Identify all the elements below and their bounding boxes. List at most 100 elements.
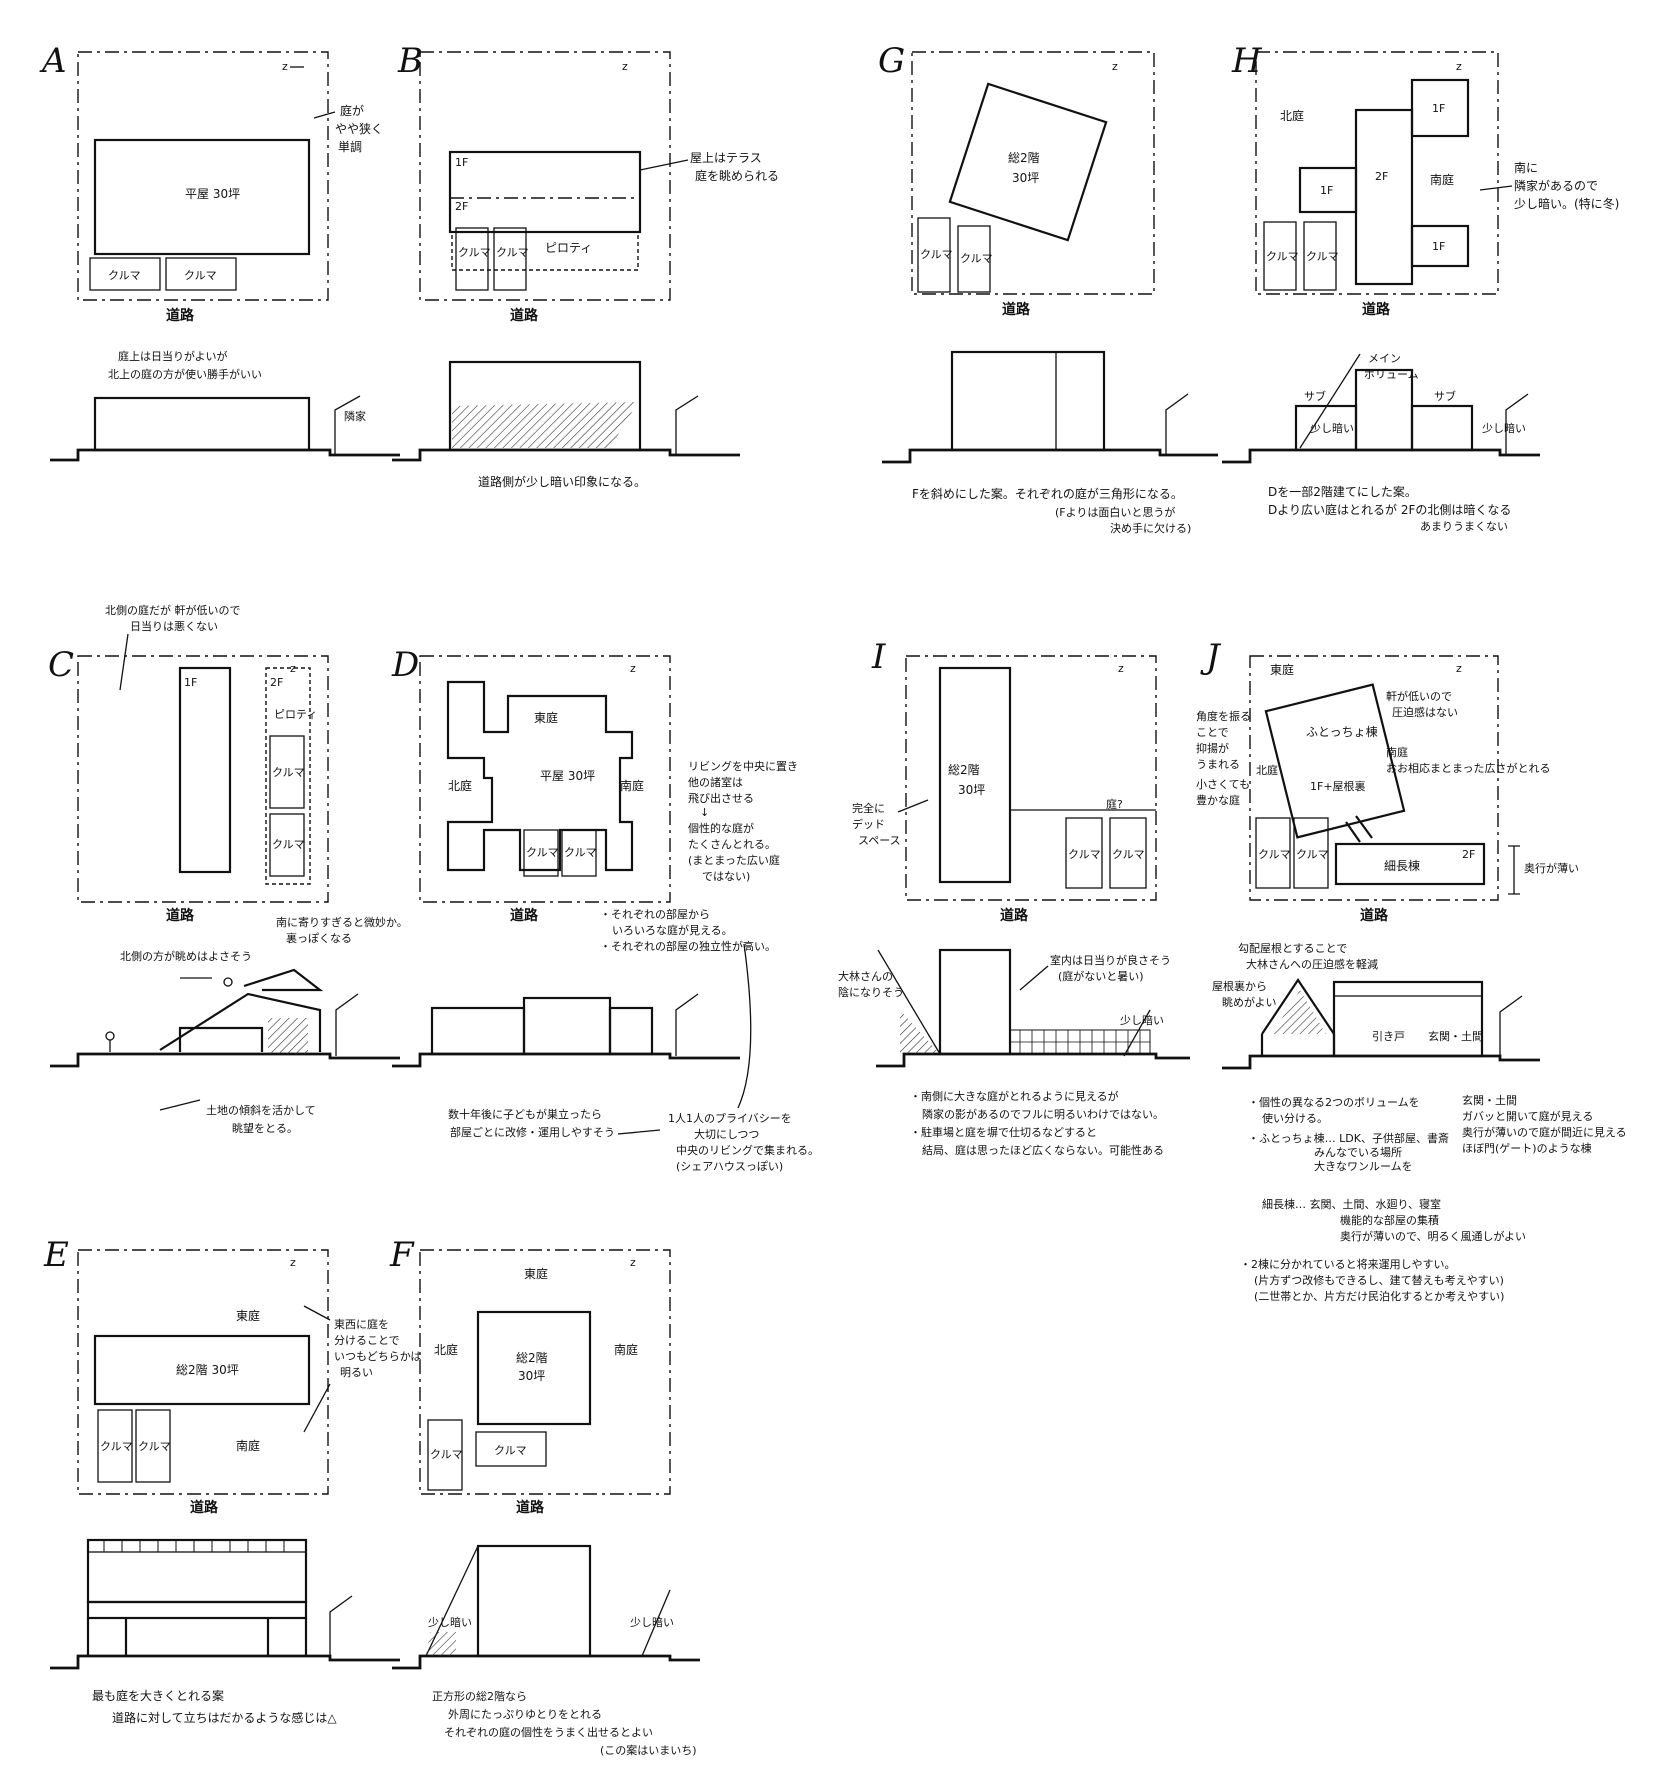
note-line: ・それぞれの部屋の独立性が高い。 (600, 939, 776, 953)
note-line: 圧迫感はない (1392, 705, 1458, 719)
sun-line (1299, 353, 1361, 449)
note-line: 正方形の総2階なら (432, 1689, 527, 1703)
note-line: 大切にしつつ (694, 1127, 759, 1141)
note-line: 大林さんへの圧迫感を軽減 (1246, 957, 1378, 971)
note-line: 南に寄りすぎると微妙か。 (276, 915, 408, 929)
louver (103, 1540, 285, 1552)
note-line: (Fよりは面白いと思うが (1055, 505, 1175, 519)
sub-label: サブ (1434, 389, 1456, 403)
site-boundary (77, 51, 329, 301)
car-space (917, 217, 951, 293)
car-label: クルマ (272, 838, 305, 851)
car-space (957, 225, 991, 293)
box-b-label: 細長棟 (1384, 858, 1420, 873)
car-space (1255, 817, 1291, 889)
ground-line (882, 448, 1218, 464)
building-label: 30坪 (958, 783, 985, 797)
car-space (455, 227, 489, 291)
main-label: ボリューム (1364, 368, 1419, 381)
note-right: リビングを中央に置き 他の諸室は 飛び出させる ↓ 個性的な庭が たくさんとれる… (688, 759, 798, 883)
note-line: 最も庭を大きくとれる案 (92, 1688, 224, 1703)
note-line: 大きなワンルームを (1314, 1159, 1413, 1173)
section-parapet (87, 1539, 307, 1553)
depth-label: 奥行が薄い (1524, 861, 1579, 875)
garden-label: 南庭 (614, 1342, 638, 1357)
note-line: 玄関・土間 (1462, 1093, 1517, 1107)
note-line: 土地の傾斜を活かして (206, 1103, 316, 1117)
box-a-label: ふとっちょ棟 (1306, 724, 1378, 739)
note-line: 北側の庭だが 軒が低いので (105, 603, 241, 617)
note-line: 決め手に欠ける) (1110, 521, 1191, 535)
note-line: 角度を振る (1196, 709, 1251, 723)
note-line: やや狭く (335, 122, 383, 136)
note-line: 外周にたっぷりゆとりをとれる (448, 1708, 602, 1721)
car-label: クルマ (1266, 250, 1299, 263)
car-space (269, 735, 305, 809)
note-line: いつもどちらかは (334, 1350, 421, 1363)
panel-letter: G (878, 41, 905, 81)
building-plan (476, 1310, 592, 1426)
car-label: クルマ (494, 1444, 527, 1457)
note-line: (シェアハウスっぽい) (676, 1160, 783, 1173)
section-body (178, 1026, 264, 1052)
car-label: クルマ (184, 269, 217, 282)
note-line: ではない) (702, 870, 750, 883)
north-arrow-icon: z (630, 662, 636, 675)
site-boundary (1249, 655, 1499, 901)
note-line: 結局、庭は思ったほど広くならない。可能性ある (922, 1143, 1164, 1157)
car-space (165, 257, 237, 291)
car-space (269, 813, 305, 877)
site-boundary (419, 655, 671, 903)
note-line: 明るい (340, 1366, 373, 1379)
section-sub (1410, 404, 1474, 452)
car-space (427, 1419, 463, 1491)
ground-line (50, 1654, 400, 1670)
note-line: 屋上はテラス (690, 151, 762, 165)
note-line: 勾配屋根とすることで (1238, 941, 1347, 955)
north-arrow-icon: z (1118, 662, 1124, 675)
garden-label: 北庭 (434, 1342, 458, 1357)
panel-d: D z 東庭 北庭 南庭 平屋 30坪 クルマ クルマ 道路 リビングを中央に置… (391, 645, 819, 1173)
deck-label: スペース (858, 834, 901, 847)
car-space (89, 257, 161, 291)
dark-label: 少し暗い (630, 1615, 674, 1629)
north-arrow-icon: z (282, 60, 288, 73)
car-space (493, 227, 527, 291)
arrow-icon (617, 1129, 661, 1135)
floor-label: 1F (455, 156, 468, 169)
note-line: 眺めがよい (1222, 995, 1276, 1009)
panel-letter: I (871, 637, 886, 677)
car-space (1065, 817, 1103, 889)
panel-j: J z ふとっちょ棟 1F+屋根裏 細長棟 2F クルマ クルマ 東庭 北庭 軒… (1196, 637, 1627, 1303)
north-arrow-icon: z (630, 1256, 636, 1269)
building-label: 総2階 (1008, 150, 1040, 165)
note-line: ・駐車場と庭を塀で仕切るなどすると (910, 1125, 1097, 1139)
main-label: メイン (1368, 352, 1401, 365)
car-space (1293, 817, 1329, 889)
building-label: 総2階 (516, 1350, 548, 1365)
person-icon (105, 1031, 115, 1041)
shadow-hatch (426, 1632, 456, 1656)
note-line: 個性的な庭が (688, 821, 754, 835)
note-line: ガバッと開いて庭が見える (1462, 1109, 1593, 1123)
shade-label: 陰になりそう (838, 985, 904, 999)
car-label: クルマ (458, 246, 491, 259)
note-line: うまれる (1196, 758, 1240, 771)
note-line: 南庭 (1386, 745, 1408, 759)
garden-label: 東庭 (1270, 662, 1294, 677)
building-plan (93, 138, 311, 256)
note-line: ことで (1196, 726, 1229, 739)
car-label: クルマ (1068, 848, 1101, 861)
site-boundary (419, 1249, 671, 1495)
panel-letter: C (48, 645, 74, 685)
volume-1f (1410, 224, 1470, 268)
panel-letter: B (397, 41, 423, 81)
building-label: 平屋 30坪 (185, 187, 240, 201)
floor-label: 1F (1432, 240, 1445, 253)
car-label: クルマ (526, 846, 559, 859)
section-upper-roof (243, 968, 324, 992)
box-a-plan (1264, 683, 1406, 839)
garden-label: 南庭 (1430, 172, 1454, 187)
car-label: クルマ (138, 1440, 171, 1453)
